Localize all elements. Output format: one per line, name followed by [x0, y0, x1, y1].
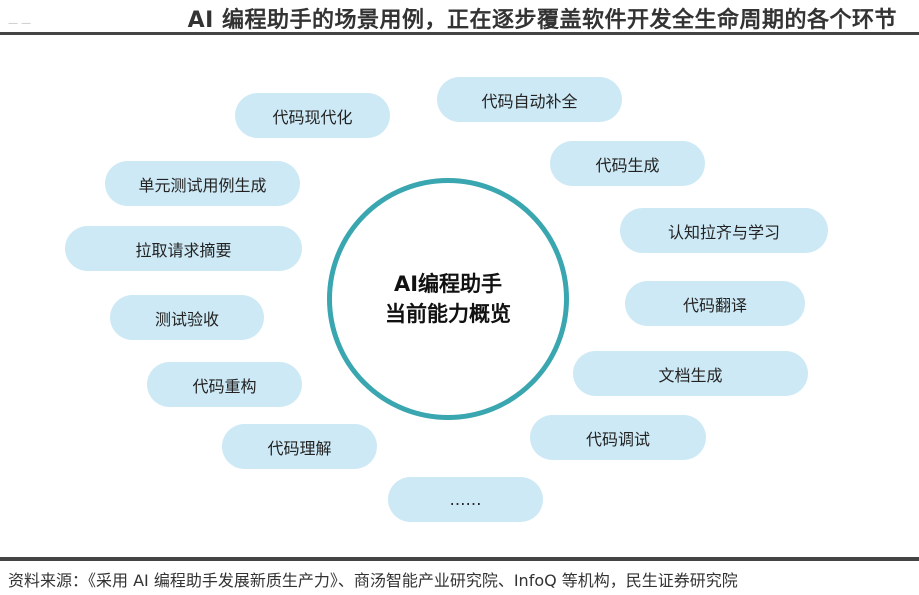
pill-test-acceptance: 测试验收 — [110, 295, 264, 340]
header-divider — [0, 32, 919, 35]
pill-code-debug: 代码调试 — [530, 415, 706, 460]
pill-code-understanding: 代码理解 — [222, 424, 377, 469]
page-title: AI 编程助手的场景用例，正在逐步覆盖软件开发全生命周期的各个环节 — [187, 8, 897, 33]
center-line1: AI编程助手 — [393, 271, 503, 296]
center-line2: 当前能力概览 — [385, 302, 511, 326]
pill-cognitive-alignment: 认知拉齐与学习 — [620, 208, 828, 253]
pill-doc-generation: 文档生成 — [573, 351, 808, 396]
center-circle: AI编程助手当前能力概览 — [327, 178, 569, 420]
pill-code-autocomplete: 代码自动补全 — [437, 77, 622, 122]
pill-more: …… — [388, 477, 543, 522]
pill-code-modernization: 代码现代化 — [235, 93, 390, 138]
pill-code-translation: 代码翻译 — [625, 281, 805, 326]
decorative-dashes: — — — [8, 18, 32, 29]
source-note: 资料来源：《采用 AI 编程助手发展新质生产力》、商汤智能产业研究院、InfoQ… — [8, 571, 738, 590]
pill-code-generation: 代码生成 — [550, 141, 705, 186]
footer-divider — [0, 557, 919, 561]
pill-code-refactor: 代码重构 — [147, 362, 302, 407]
pill-pr-summary: 拉取请求摘要 — [65, 226, 302, 271]
pill-unit-test-generation: 单元测试用例生成 — [105, 161, 300, 206]
